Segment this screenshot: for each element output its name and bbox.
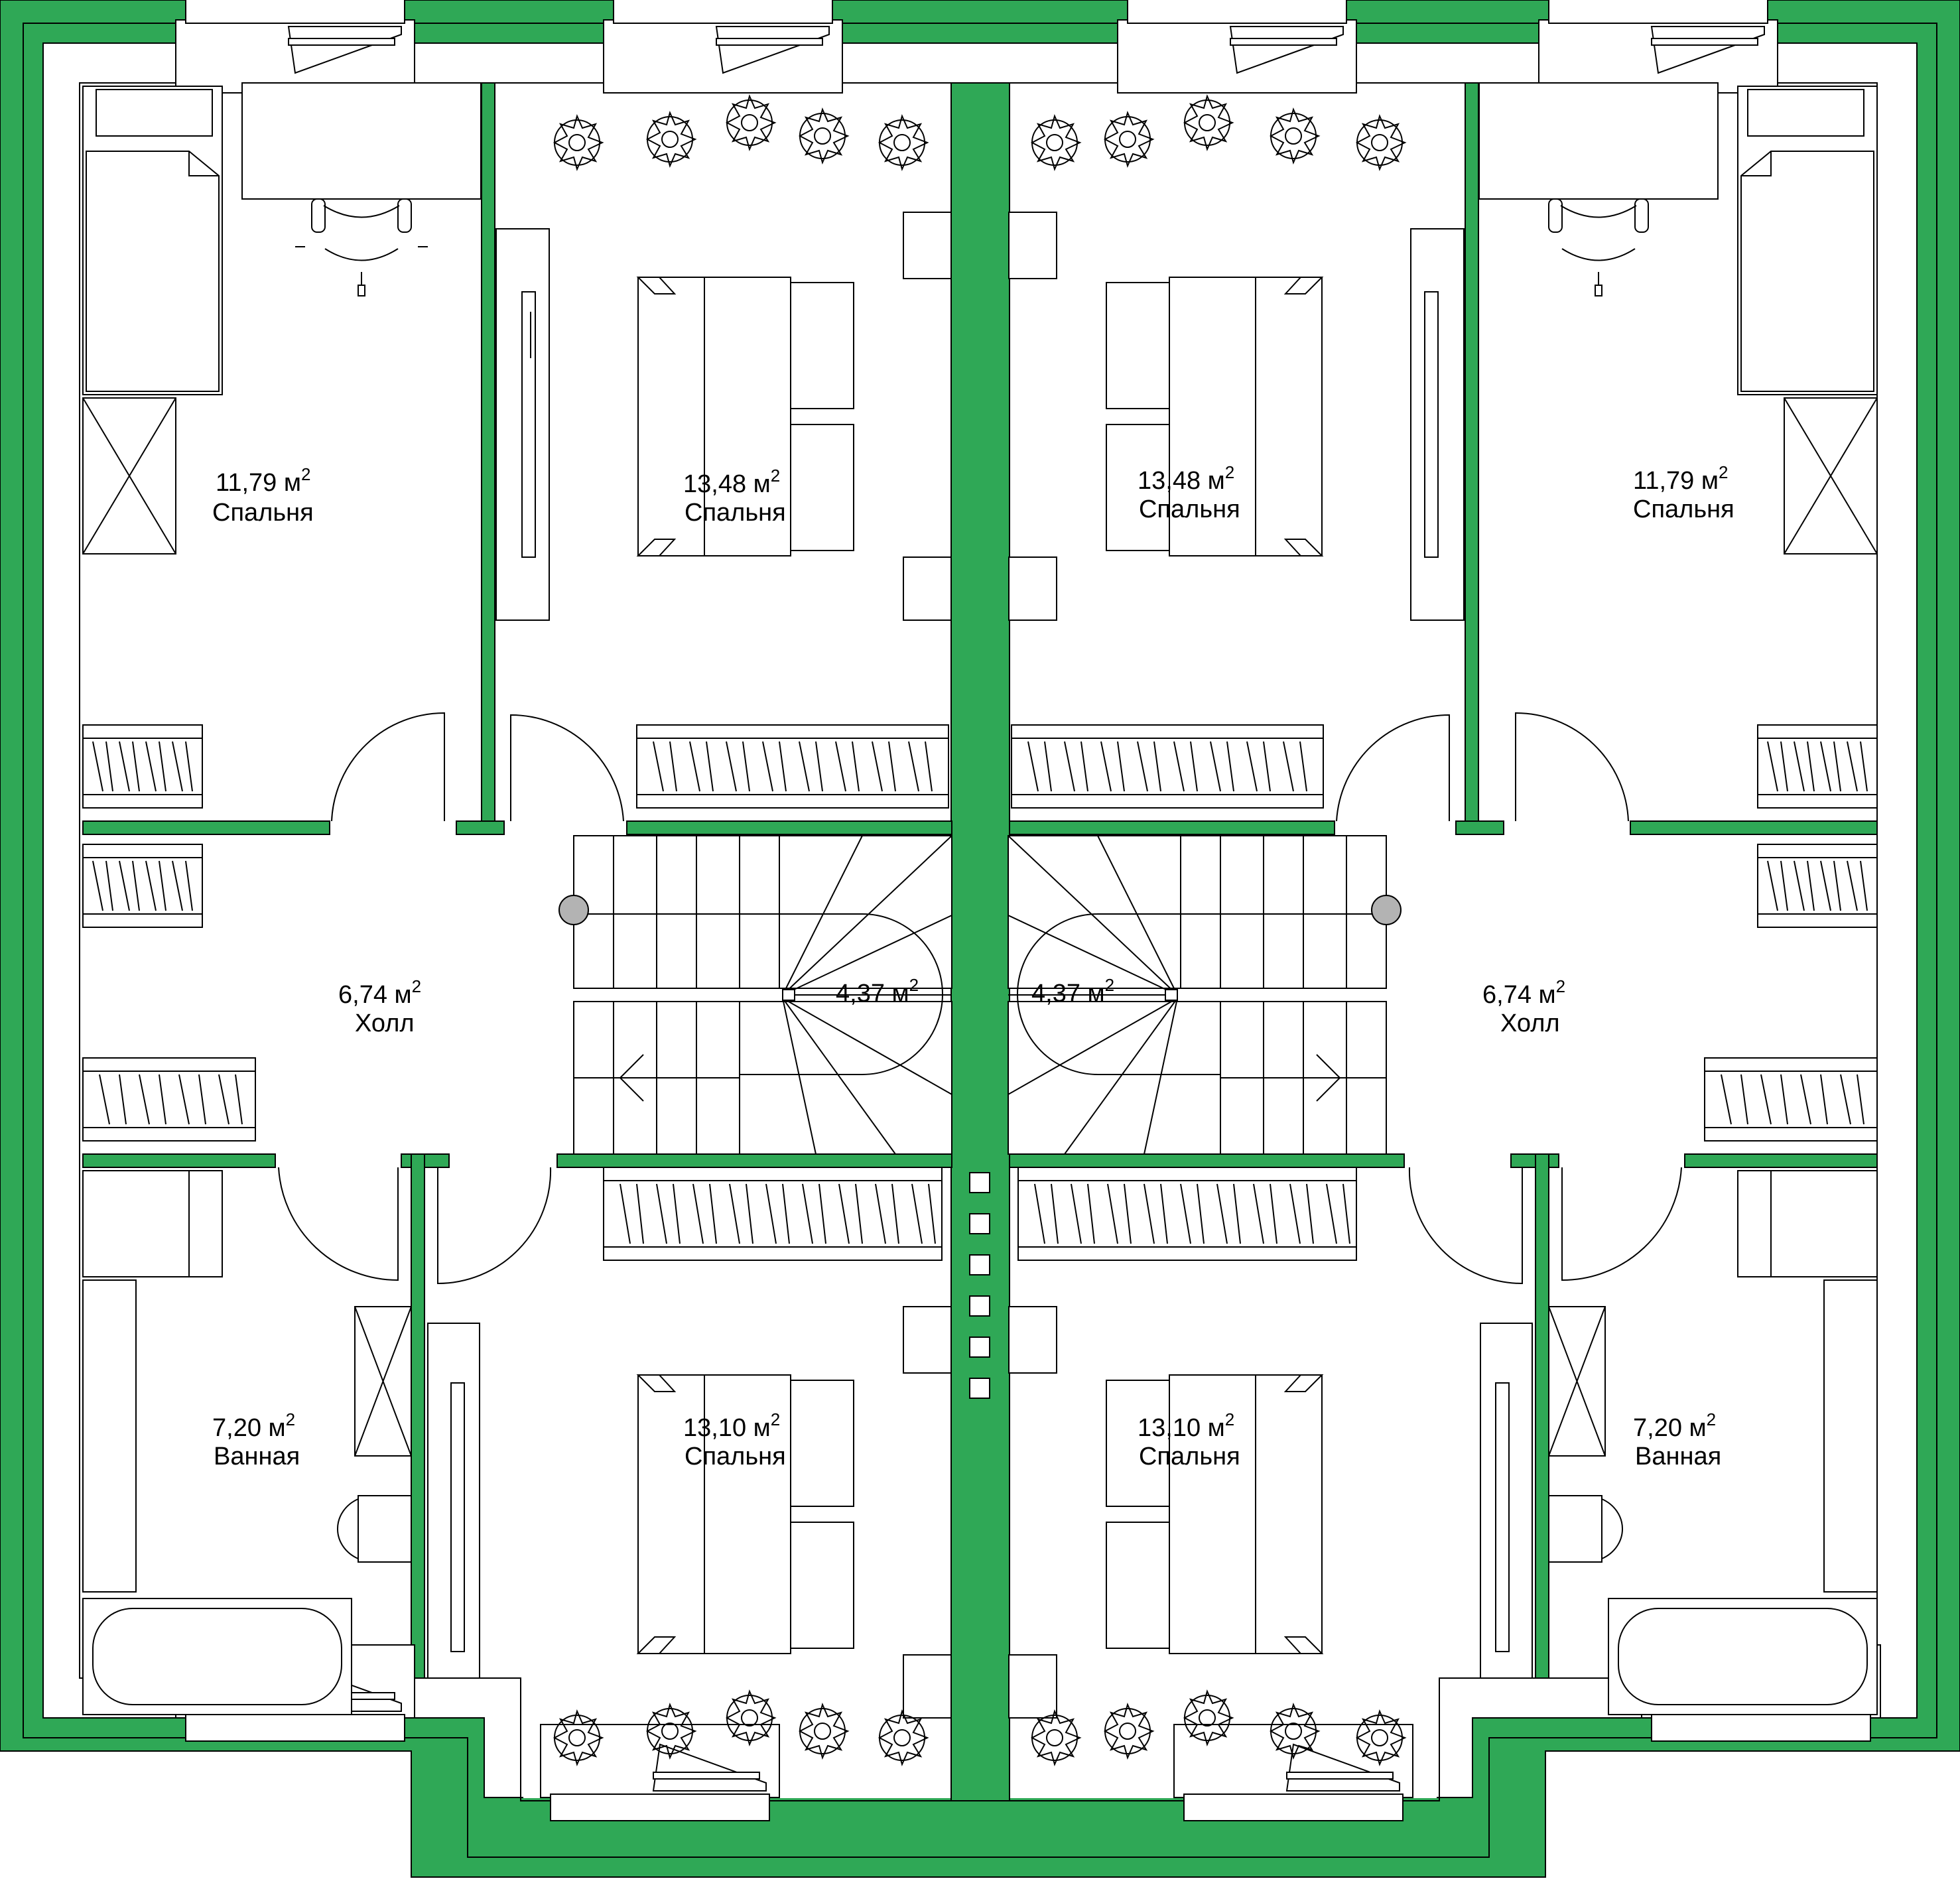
room-area-bedroom-n1: 13,48 м2 xyxy=(683,466,780,498)
room-area-bathroom-w: 7,20 м2 xyxy=(212,1409,295,1442)
room-area-hall-w: 6,74 м2 xyxy=(338,976,421,1009)
room-name-bedroom-s2: Спальня xyxy=(1139,1443,1240,1470)
room-name-bedroom-nw: Спальня xyxy=(212,499,314,527)
room-area-stair-w: 4,37 м2 xyxy=(836,975,919,1008)
room-area-bedroom-nw: 11,79 м2 xyxy=(216,464,310,497)
room-name-bedroom-n2: Спальня xyxy=(1139,495,1240,523)
room-area-stair-e: 4,37 м2 xyxy=(1031,975,1114,1008)
room-area-bedroom-s2: 13,10 м2 xyxy=(1138,1409,1234,1442)
room-name-hall-w: Холл xyxy=(355,1010,415,1037)
room-name-bathroom-w: Ванная xyxy=(214,1443,300,1470)
room-area-hall-e: 6,74 м2 xyxy=(1482,976,1565,1009)
room-name-bedroom-ne: Спальня xyxy=(1633,495,1734,523)
room-name-hall-e: Холл xyxy=(1500,1010,1560,1037)
room-name-bedroom-n1: Спальня xyxy=(685,499,786,527)
room-area-bedroom-ne: 11,79 м2 xyxy=(1633,462,1728,495)
room-area-bathroom-e: 7,20 м2 xyxy=(1633,1409,1716,1442)
room-name-bathroom-e: Ванная xyxy=(1635,1443,1721,1470)
room-name-bedroom-s1: Спальня xyxy=(685,1443,786,1470)
room-area-bedroom-s1: 13,10 м2 xyxy=(683,1409,780,1442)
room-area-bedroom-n2: 13,48 м2 xyxy=(1138,462,1234,495)
